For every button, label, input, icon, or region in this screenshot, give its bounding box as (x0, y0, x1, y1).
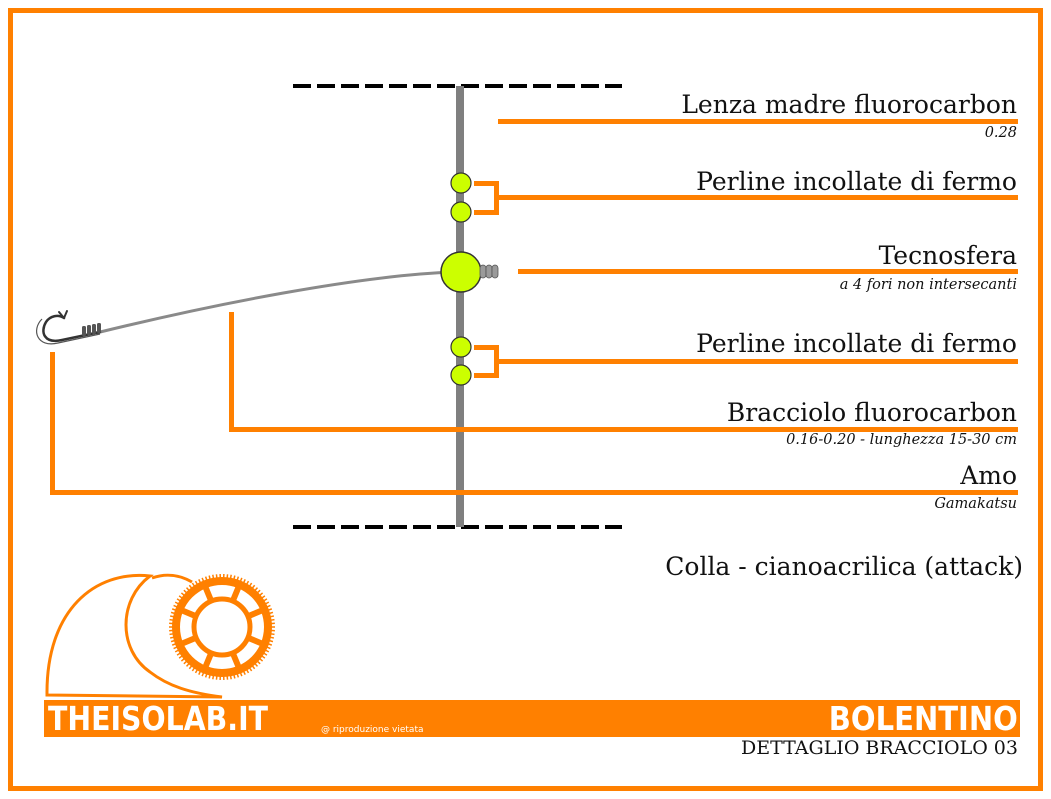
crimp-sleeve (479, 264, 499, 279)
label-lenza-madre: Lenza madre fluorocarbon (681, 90, 1017, 119)
bead-top-1 (450, 172, 472, 194)
leader-line (95, 270, 456, 335)
bead-bottom-1 (450, 336, 472, 358)
helm-wheel (169, 574, 275, 680)
bracket-perline-top (474, 181, 499, 215)
bracket-perline-bottom (474, 345, 499, 378)
bead-top-2 (450, 201, 472, 223)
copyright-note: @ riproduzione vietata (321, 725, 424, 735)
label-perline-bottom: Perline incollate di fermo (696, 329, 1017, 358)
label-colla: Colla - cianoacrilica (attack) (665, 552, 1023, 581)
leader-amo (50, 352, 1018, 495)
detail-amo: Gamakatsu (934, 496, 1017, 512)
leader-bracciolo (229, 312, 1018, 432)
page-subtitle: DETTAGLIO BRACCIOLO 03 (741, 737, 1018, 759)
tecnosfera-bead (440, 251, 482, 293)
detail-lenza-madre: 0.28 (984, 125, 1017, 141)
page-title: BOLENTINO (828, 699, 1018, 738)
label-perline-top: Perline incollate di fermo (696, 167, 1017, 196)
detail-bracciolo: 0.16-0.20 - lunghezza 15-30 cm (786, 432, 1017, 448)
wave-and-helm-logo-icon (45, 573, 275, 699)
label-amo: Amo (960, 461, 1017, 490)
fishing-hook-icon (36, 310, 102, 345)
brand-name: THEISOLAB.IT (48, 699, 269, 738)
bead-bottom-2 (450, 364, 472, 386)
hook-knot (82, 323, 101, 336)
detail-tecnosfera: a 4 fori non intersecanti (839, 277, 1017, 293)
footer-bar (44, 700, 1020, 737)
label-tecnosfera: Tecnosfera (878, 241, 1017, 270)
label-bracciolo: Bracciolo fluorocarbon (726, 398, 1017, 427)
outer-frame (8, 8, 1043, 791)
